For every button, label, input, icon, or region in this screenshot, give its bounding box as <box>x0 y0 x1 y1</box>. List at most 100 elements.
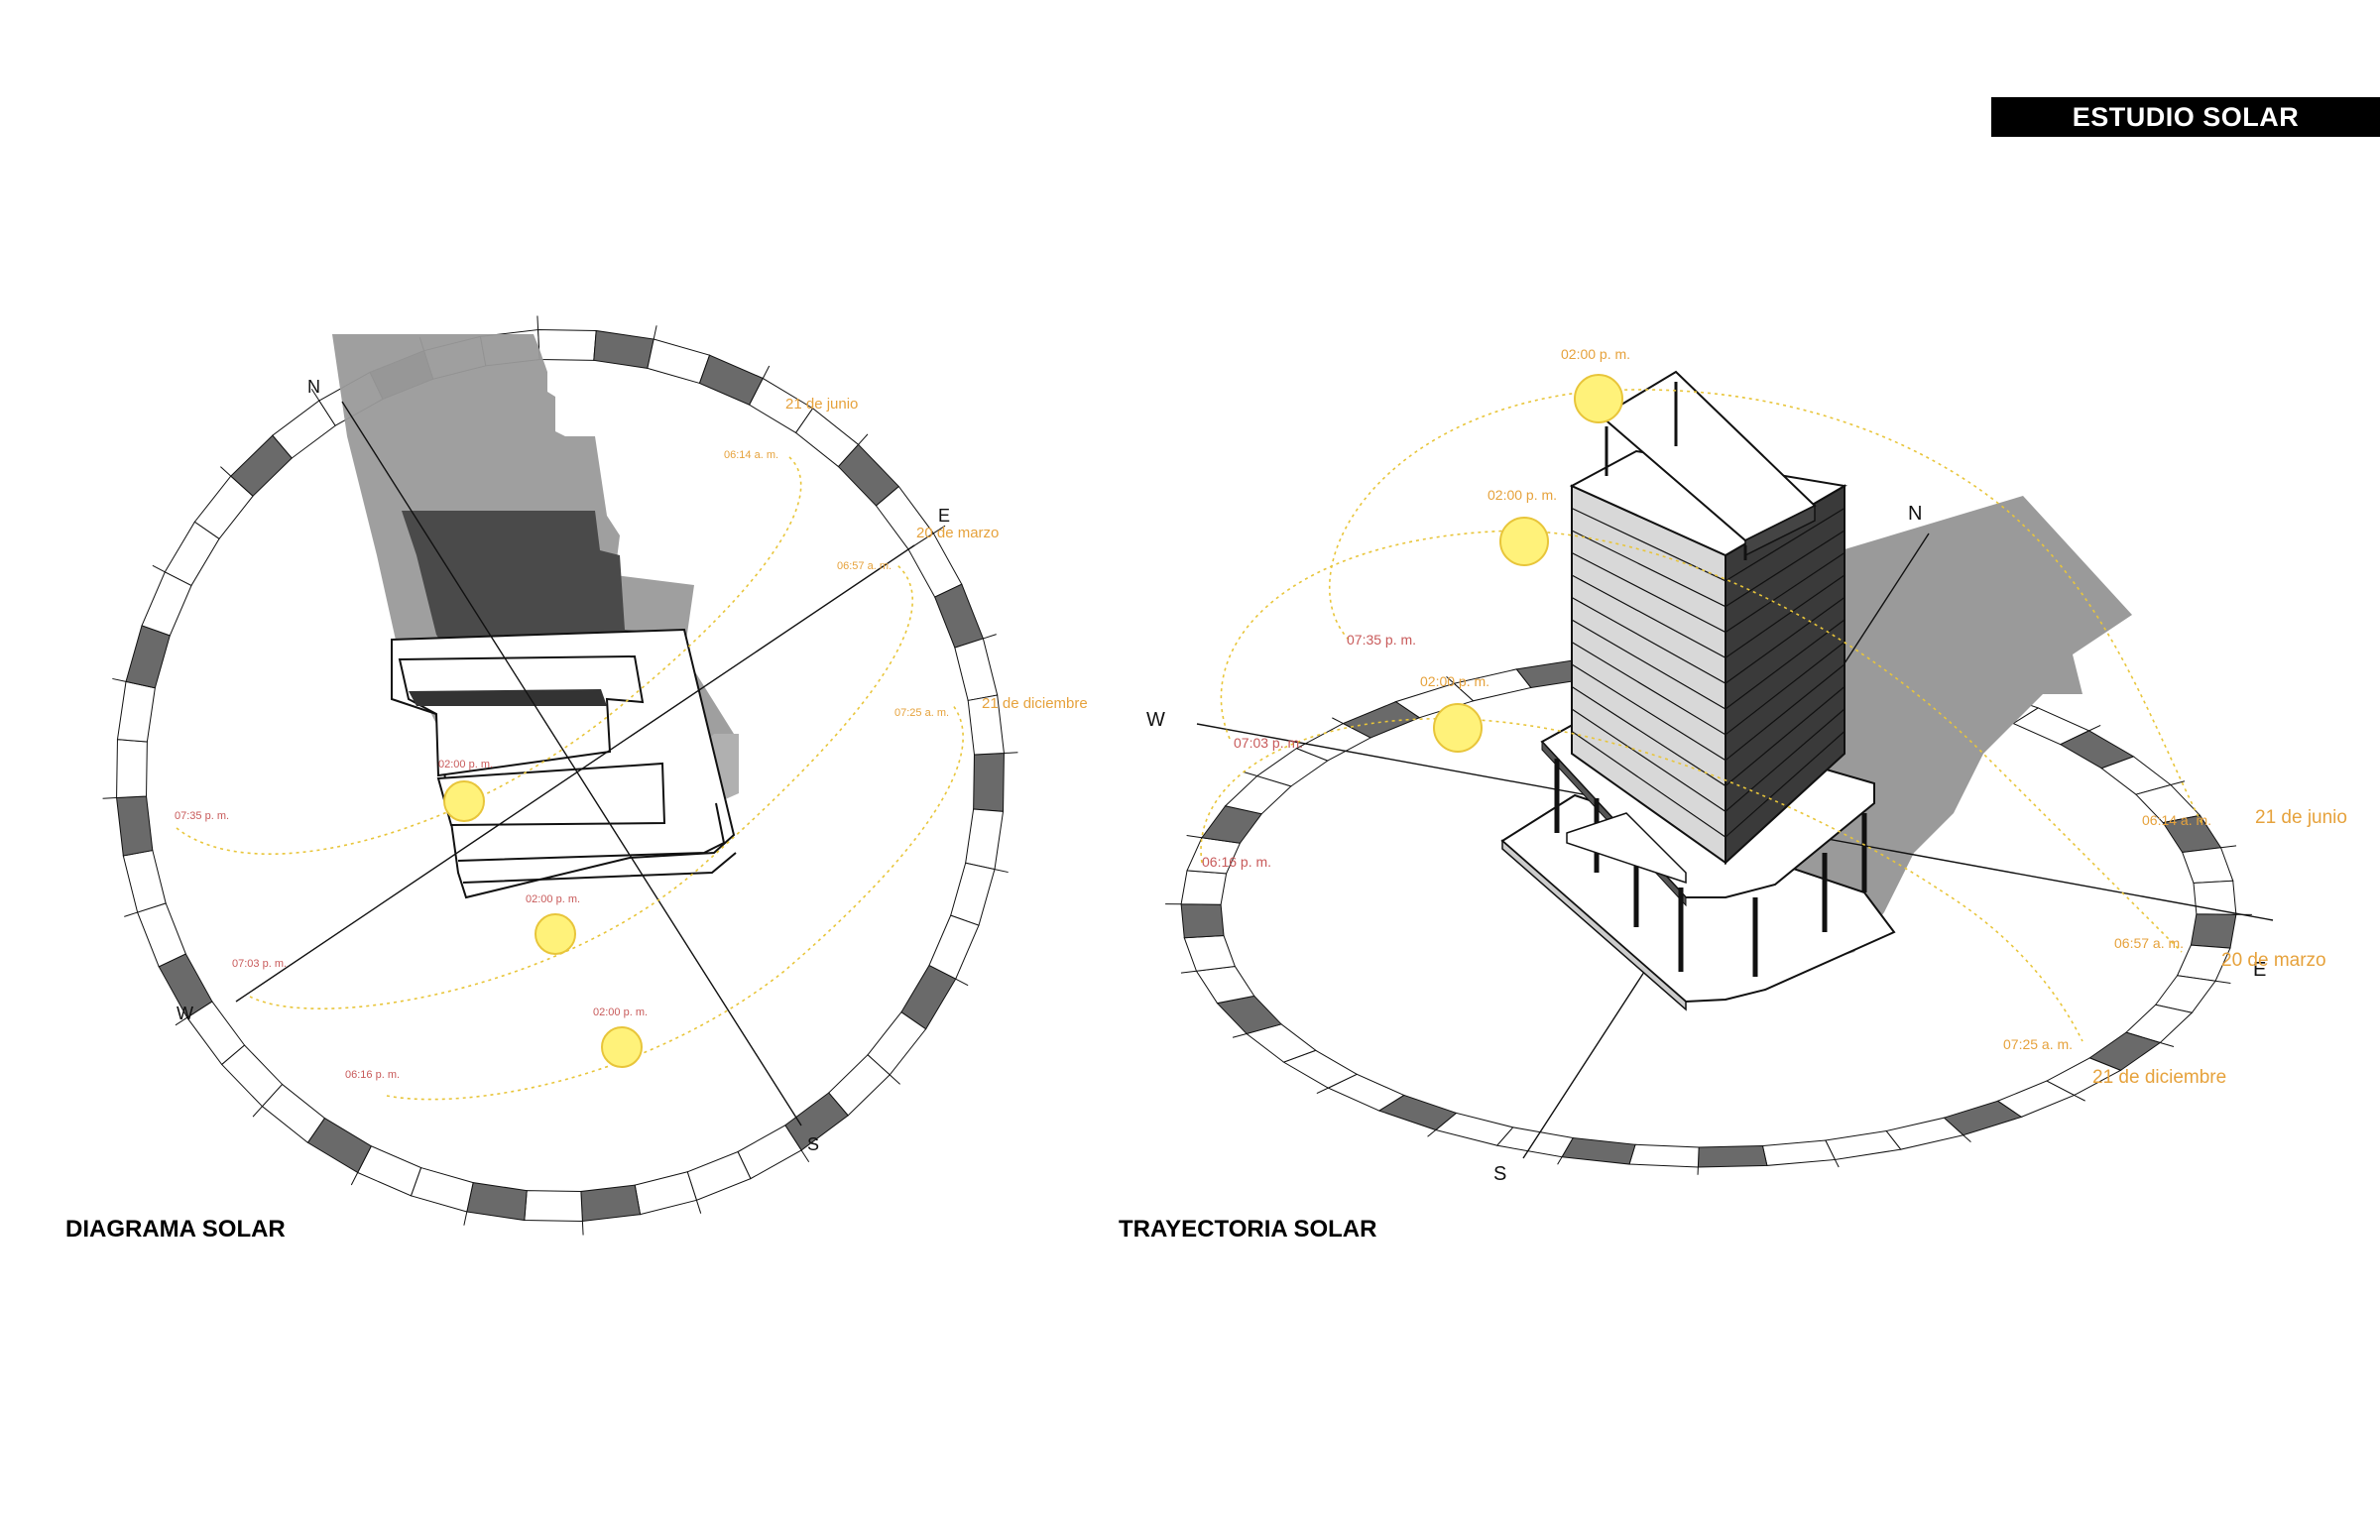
ring-tick <box>252 1106 263 1118</box>
ring-segment <box>580 1184 642 1222</box>
ring-tick <box>350 1172 359 1186</box>
right-podium-floor-2 <box>1566 812 1687 885</box>
ring-tick <box>858 433 869 445</box>
left-solar-diagram: N E S W 21 de junio 20 de marzo 21 de di… <box>102 315 1088 1236</box>
right-solar-trajectory: N E S W 21 de junio 20 de marzo 21 de di… <box>1146 346 2347 1185</box>
ring-tick <box>536 315 539 330</box>
ring-segment <box>1697 1145 1768 1168</box>
ring-segment <box>1761 1139 1837 1166</box>
right-compass-s: S <box>1493 1163 1506 1185</box>
ring-tick <box>220 466 232 477</box>
right-sun-march <box>1499 517 1549 566</box>
ring-tick <box>1834 1159 1840 1168</box>
ring-tick <box>2170 780 2186 786</box>
left-time-jun-set: 07:35 p. m. <box>175 810 229 822</box>
ring-tick <box>1963 1134 1971 1142</box>
left-time-mar-rise: 06:57 a. m. <box>837 560 892 572</box>
ring-segment <box>967 694 1005 756</box>
ring-tick <box>310 388 320 402</box>
ring-segment <box>1183 935 1236 972</box>
left-building-base-line-2 <box>462 852 737 884</box>
left-label-june: 21 de junio <box>785 396 858 413</box>
left-sun-march <box>535 913 576 955</box>
ring-tick <box>1316 1087 1329 1095</box>
left-label-december: 21 de diciembre <box>982 695 1088 712</box>
left-compass-n: N <box>307 377 320 397</box>
ring-tick <box>2160 1041 2175 1048</box>
ring-tick <box>1180 970 1197 974</box>
ring-segment <box>410 1166 474 1213</box>
left-sun-december <box>601 1026 643 1068</box>
ring-tick <box>1446 676 1455 684</box>
left-axis-ns <box>341 401 802 1126</box>
ring-segment <box>116 739 148 799</box>
right-diagram-caption: TRAYECTORIA SOLAR <box>1119 1216 1377 1243</box>
left-axis-ew <box>235 544 915 1003</box>
ring-tick <box>1186 835 1203 839</box>
ring-segment <box>1180 903 1225 939</box>
ring-tick <box>653 325 657 340</box>
ring-segment <box>2193 880 2237 915</box>
tower-floor-line <box>1571 708 1845 813</box>
section-title: ESTUDIO SOLAR <box>2072 101 2300 132</box>
ring-tick <box>889 1074 900 1085</box>
ring-tick <box>1557 1156 1563 1165</box>
right-time-jun-set: 07:35 p. m. <box>1347 632 1416 648</box>
right-time-dec-rise: 07:25 a. m. <box>2003 1036 2073 1052</box>
ring-tick <box>933 525 946 534</box>
left-sunpath-march <box>249 564 913 1009</box>
right-tower-floor-lines <box>1571 507 1845 838</box>
left-time-mar-set: 07:03 p. m. <box>232 958 287 970</box>
right-compass-w: W <box>1146 709 1165 731</box>
tower-floor-line <box>1571 574 1845 659</box>
left-diagram-caption: DIAGRAMA SOLAR <box>65 1216 286 1243</box>
right-time-mar-rise: 06:57 a. m. <box>2114 935 2184 951</box>
left-compass-w: W <box>177 1004 193 1023</box>
left-sun-june <box>443 780 485 822</box>
ring-tick <box>2214 980 2231 984</box>
ring-segment <box>537 329 597 361</box>
right-sun-june <box>1574 374 1623 423</box>
ring-tick <box>1243 770 1257 777</box>
tower-floor-line <box>1571 731 1845 838</box>
ring-tick <box>581 1221 584 1236</box>
right-time-noon-3: 02:00 p. m. <box>1420 673 1489 689</box>
ring-tick <box>2074 1095 2085 1102</box>
ring-segment <box>136 902 186 968</box>
ring-segment <box>116 795 154 857</box>
ring-tick <box>1232 1032 1248 1038</box>
ring-tick <box>112 677 127 682</box>
ring-segment <box>2190 913 2237 949</box>
ring-segment <box>1195 965 1255 1005</box>
left-time-noon-1: 02:00 p. m. <box>438 759 493 770</box>
ring-segment <box>950 862 996 926</box>
right-upper-frame-columns <box>1605 382 1747 560</box>
ring-segment <box>122 849 167 913</box>
left-building-dark-band <box>409 689 607 706</box>
ring-segment <box>1825 1129 1902 1160</box>
ring-segment <box>647 338 711 385</box>
ring-tick <box>175 1016 187 1026</box>
ring-segment <box>934 583 985 649</box>
ring-segment <box>954 638 999 702</box>
right-sunpath-december <box>1200 718 2083 1042</box>
ring-segment <box>466 1182 528 1222</box>
ring-segment <box>593 329 654 369</box>
left-time-dec-rise: 07:25 a. m. <box>894 707 949 719</box>
ring-tick <box>983 634 997 640</box>
tower-floor-line <box>1571 685 1845 787</box>
right-compass-e: E <box>2253 959 2266 981</box>
ring-tick <box>695 1200 702 1214</box>
ring-tick <box>1427 1129 1437 1137</box>
right-label-june: 21 de junio <box>2255 807 2347 828</box>
right-time-noon-2: 02:00 p. m. <box>1488 487 1557 503</box>
ring-tick <box>1332 717 1344 724</box>
tower-floor-line <box>1571 507 1845 582</box>
section-title-badge: ESTUDIO SOLAR <box>1991 97 2380 137</box>
left-time-noon-3: 02:00 p. m. <box>593 1007 648 1018</box>
ring-segment <box>2182 847 2234 884</box>
ring-tick <box>102 796 117 799</box>
ring-tick <box>124 911 138 917</box>
right-sun-december <box>1433 703 1483 753</box>
